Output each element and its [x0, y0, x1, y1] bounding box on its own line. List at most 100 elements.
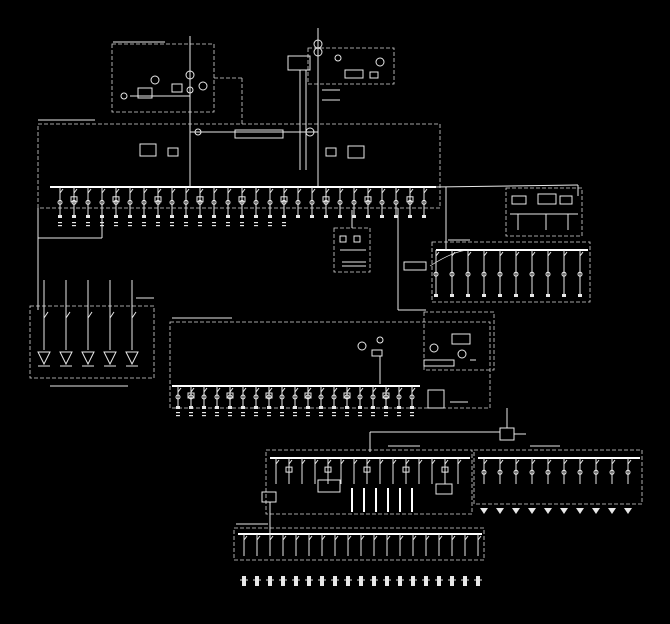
load-terminal [212, 215, 216, 218]
breaker-contact [444, 459, 449, 465]
feeder-branch [625, 458, 632, 484]
feeder-branch [364, 187, 372, 218]
feeder-branch [529, 250, 536, 297]
ct-symbol [396, 394, 402, 400]
motor-contactor [43, 311, 49, 319]
feeder-branch [379, 187, 386, 218]
breaker-contact [627, 459, 632, 465]
breaker-contact [59, 188, 64, 194]
load-terminal [72, 215, 76, 218]
load-terminal [466, 294, 470, 297]
lower-center-board [261, 445, 473, 515]
ct-symbol [201, 394, 207, 400]
ct-symbol [266, 394, 272, 400]
feeder-tag [198, 225, 202, 227]
feeder-branch [334, 534, 339, 556]
device-symbol [343, 392, 351, 399]
breaker-contact [314, 459, 319, 465]
right-control-panel [505, 185, 583, 237]
feeder-tag [128, 222, 132, 224]
ct-symbol [379, 199, 385, 205]
ct-symbol [481, 271, 487, 277]
load-terminal [498, 294, 502, 297]
feeder-branch [464, 534, 469, 556]
device-symbol [238, 196, 246, 203]
load-terminal [142, 215, 146, 218]
ct-symbol [351, 199, 357, 205]
feeder-tag [72, 222, 76, 224]
load-symbol [268, 576, 272, 586]
load-terminal [254, 406, 258, 409]
breaker-contact [268, 387, 273, 393]
load-terminal [371, 406, 375, 409]
lower-center-cables [351, 488, 413, 512]
feeder-tag [184, 222, 188, 224]
breaker-contact [229, 387, 234, 393]
ct-symbol [175, 394, 181, 400]
main-board-feeders [57, 187, 428, 218]
ct-symbol [127, 199, 133, 205]
device-symbol [285, 466, 293, 473]
feeder-branch [85, 187, 92, 218]
breaker-contact [320, 387, 325, 393]
feeder-tag [282, 225, 286, 227]
feeder-tag [86, 222, 90, 224]
feeder-branch [343, 386, 351, 409]
load-symbol [512, 508, 520, 514]
ct-symbol [239, 199, 245, 205]
load-terminal [397, 406, 401, 409]
breaker-contact [353, 188, 358, 194]
feeder-branch [331, 386, 338, 409]
ct-symbol [577, 271, 583, 277]
breaker-contact [129, 188, 134, 194]
breaker-contact [579, 459, 584, 465]
feeder-branch [433, 250, 440, 297]
load-symbol [346, 576, 350, 586]
device-symbol [322, 196, 330, 203]
feeder-branch [285, 458, 293, 484]
feeder-tag [254, 412, 258, 414]
load-terminal [345, 406, 349, 409]
feeder-branch [292, 386, 299, 409]
feeder-tag [332, 415, 336, 417]
feeder-branch [226, 386, 234, 409]
load-symbol [372, 576, 376, 586]
breaker-contact [563, 251, 568, 257]
ct-symbol [318, 394, 324, 400]
feeder-branch [337, 187, 344, 218]
ct-symbol [344, 394, 350, 400]
breaker-contact [199, 188, 204, 194]
ct-symbol [214, 394, 220, 400]
load-symbol [528, 508, 536, 514]
load-terminal [86, 215, 90, 218]
feeder-branch [399, 534, 404, 556]
feeder-tag [254, 415, 258, 417]
load-terminal [394, 215, 398, 218]
feeder-tag [293, 412, 297, 414]
feeder-tag [72, 225, 76, 227]
feeder-branch [373, 534, 378, 556]
breaker-contact [435, 251, 440, 257]
right-middle-feeders [433, 250, 584, 297]
breaker-contact [531, 251, 536, 257]
load-terminal [562, 294, 566, 297]
breaker-contact [177, 387, 182, 393]
breaker-contact [321, 535, 326, 541]
middle-board-feeders [175, 386, 416, 409]
ct-symbol [337, 199, 343, 205]
feeder-branch [477, 534, 482, 556]
load-symbol [255, 576, 259, 586]
breaker-contact [515, 459, 520, 465]
breaker-contact [143, 188, 148, 194]
load-terminal [296, 215, 300, 218]
breaker-contact [282, 535, 287, 541]
feeder-tag [254, 222, 258, 224]
feeder-tag [189, 415, 193, 417]
feeder-branch [183, 187, 190, 218]
feeder-tag [397, 415, 401, 417]
ct-symbol [561, 271, 567, 277]
breaker-contact [399, 535, 404, 541]
lower-center-feeders [275, 458, 462, 484]
breaker-contact [367, 188, 372, 194]
feeder-tag [198, 222, 202, 224]
